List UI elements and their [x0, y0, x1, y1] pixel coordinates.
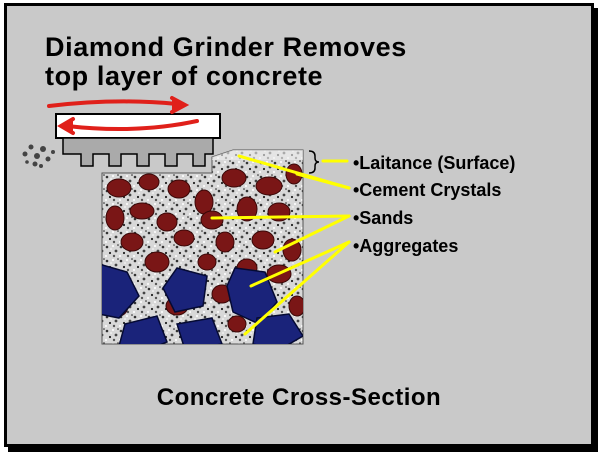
label-laitance: •Laitance (Surface): [353, 153, 516, 173]
title-line-2: top layer of concrete: [45, 61, 324, 91]
diamond-grinder-icon: [55, 113, 221, 167]
label-sands: •Sands: [353, 208, 414, 228]
label-cement-crystals: •Cement Crystals: [353, 180, 502, 200]
title-line-1: Diamond Grinder Removes: [45, 32, 407, 62]
laitance-layer: [212, 150, 303, 160]
sand-particles: [105, 163, 303, 344]
slide: Diamond Grinder Removes top layer of con…: [4, 3, 594, 447]
rotation-arrow-icon: [47, 96, 199, 135]
concrete-cross-section: [101, 149, 304, 345]
diagram-art: [22, 96, 351, 345]
label-aggregates: •Aggregates: [353, 236, 459, 256]
laitance-bracket: [308, 150, 320, 174]
diagram-caption: Concrete Cross-Section: [156, 384, 442, 411]
dust-particles-icon: [22, 144, 55, 168]
leader-lines: [210, 154, 351, 336]
aggregate-particles: [102, 263, 303, 344]
